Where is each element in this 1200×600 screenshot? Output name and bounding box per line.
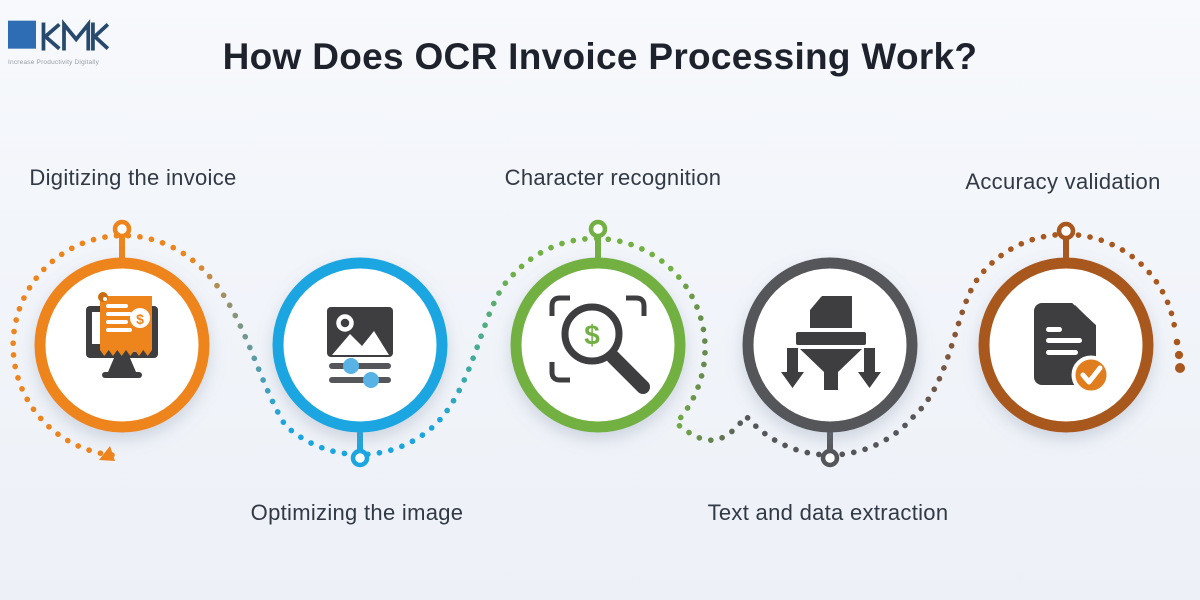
monitor-invoice-icon: $ xyxy=(86,292,158,378)
step-label-validation: Accuracy validation xyxy=(965,169,1161,194)
flow-arrow-icon xyxy=(99,446,115,461)
document-check-icon xyxy=(1034,301,1111,395)
flow-end-dots xyxy=(1173,338,1185,373)
page-title: How Does OCR Invoice Processing Work? xyxy=(222,36,978,77)
step-label-optimizing: Optimizing the image xyxy=(250,500,464,525)
dollar-glyph: $ xyxy=(136,311,144,327)
step-label-recognition: Character recognition xyxy=(504,165,722,190)
logo-tagline: Increase Productivity Digitally xyxy=(8,59,100,66)
marker-step-5 xyxy=(1056,221,1076,262)
kmk-logo: Increase Productivity Digitally xyxy=(8,16,128,66)
magnifier-dollar-icon: $ xyxy=(549,295,650,394)
dollar-glyph: $ xyxy=(584,320,600,351)
kmk-logo-mark xyxy=(8,19,110,51)
logo-letters-kmk xyxy=(41,19,110,51)
step-label-extraction: Text and data extraction xyxy=(707,500,949,525)
dotted-flow-path xyxy=(10,231,1178,458)
image-adjust-icon xyxy=(327,307,393,388)
check-icon xyxy=(1080,365,1103,385)
logo-square xyxy=(8,20,36,49)
marker-step-1 xyxy=(112,219,132,260)
funnel-document-icon xyxy=(781,296,881,390)
step-label-digitizing: Digitizing the invoice xyxy=(29,165,237,190)
marker-step-3 xyxy=(588,219,608,260)
